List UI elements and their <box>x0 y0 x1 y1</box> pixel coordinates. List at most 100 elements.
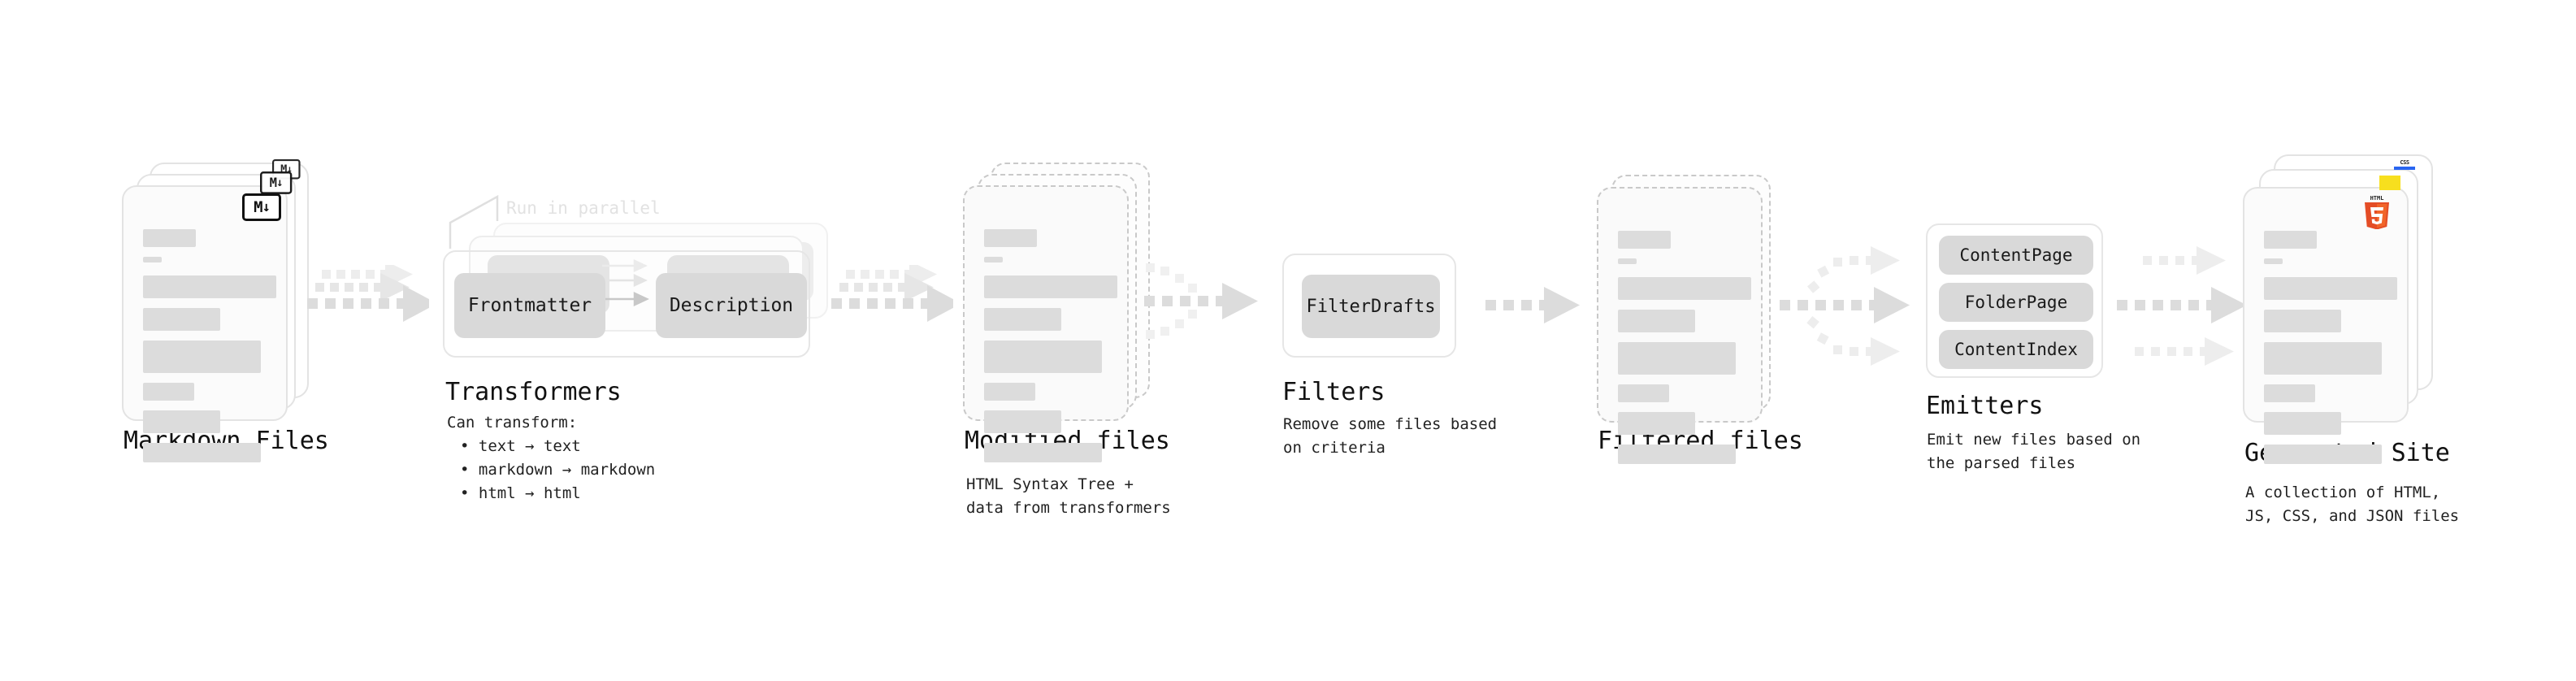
markdown-icon-m: M <box>269 175 277 190</box>
css3-icon: CSS <box>2394 159 2415 172</box>
emitter-pill-contentpage[interactable]: ContentPage <box>1939 236 2093 275</box>
content-line <box>1618 412 1695 435</box>
markdown-card-front <box>122 185 288 462</box>
content-line <box>984 229 1037 247</box>
filtered-card-front <box>1597 187 1763 464</box>
arrow-emitters-to-site <box>2117 232 2279 397</box>
transformers-bullet-2: • markdown → markdown <box>460 461 656 479</box>
page-title-filters: Filters <box>1282 378 1386 406</box>
stage-modified-files <box>963 163 1150 462</box>
arrow-triple-icon <box>831 261 961 322</box>
content-line <box>143 443 261 462</box>
content-line <box>2264 412 2341 435</box>
content-line <box>143 275 276 298</box>
generated-card-front <box>2243 187 2409 464</box>
content-line <box>984 383 1035 401</box>
arrow-modified-to-filters <box>1144 260 1282 353</box>
transform-connector-arrows-icon <box>602 259 649 306</box>
content-line <box>984 443 1102 462</box>
css3-icon-bar <box>2394 167 2415 170</box>
content-line <box>143 229 196 247</box>
emitters-sub-line2: the parsed files <box>1927 454 2076 472</box>
content-line <box>143 383 194 401</box>
page-title-emitters: Emitters <box>1926 392 2044 420</box>
generated-card-content-lines <box>2264 231 2397 474</box>
parallel-note-label: Run in parallel <box>506 198 661 218</box>
arrow-triple-parallel-icon <box>2117 246 2247 366</box>
modified-files-sub-line2: data from transformers <box>966 499 1171 517</box>
content-line <box>1618 342 1736 375</box>
markdown-icon: M↓ <box>242 193 281 221</box>
modified-files-sub-line1: HTML Syntax Tree + <box>966 475 1134 493</box>
modified-card-stack <box>963 163 1150 462</box>
generated-site-sub-line2: JS, CSS, and JSON files <box>2245 507 2460 525</box>
transformer-pill-description[interactable]: Description <box>656 273 807 338</box>
markdown-icon-arrow: ↓ <box>276 176 283 189</box>
emitter-pill-folderpage[interactable]: FolderPage <box>1939 283 2093 322</box>
content-line <box>143 308 220 331</box>
transformers-sub-intro: Can transform: <box>447 414 578 432</box>
arrow-single-icon <box>1485 287 1580 323</box>
arrow-markdown-to-transformers <box>307 261 437 343</box>
content-line <box>2264 342 2382 375</box>
modified-card-front <box>963 185 1129 462</box>
transformers-bullet-3: • html → html <box>460 484 581 502</box>
emitters-container: ContentPage FolderPage ContentIndex <box>1926 223 2103 378</box>
filters-sub-line1: Remove some files based <box>1283 415 1498 433</box>
content-line <box>2264 231 2317 249</box>
markdown-card-stack: M↓ M↓ M↓ <box>122 159 309 462</box>
markdown-icon-m: M <box>254 197 262 216</box>
arrow-branch-icon <box>1780 246 1910 366</box>
arrow-triple-icon <box>307 261 437 322</box>
emitters-sub-line1: Emit new files based on <box>1927 431 2141 449</box>
content-line <box>2264 384 2315 402</box>
transformer-pill-frontmatter[interactable]: Frontmatter <box>454 273 605 338</box>
content-line <box>143 257 162 262</box>
emitter-pill-contentindex[interactable]: ContentIndex <box>1939 330 2093 369</box>
content-line <box>984 275 1117 298</box>
generated-site-sub-line1: A collection of HTML, <box>2245 484 2441 501</box>
content-line <box>984 308 1061 331</box>
content-line <box>2264 277 2397 300</box>
content-line <box>984 410 1061 433</box>
generated-card-stack: CSS HTML <box>2243 154 2438 464</box>
content-line <box>1618 310 1695 332</box>
content-line <box>1618 445 1736 464</box>
filters-container: FilterDrafts <box>1282 254 1456 358</box>
svg-text:HTML: HTML <box>2370 195 2384 202</box>
markdown-card-content-lines <box>143 229 276 472</box>
markdown-icon-arrow: ↓ <box>286 163 293 176</box>
stage-filtered-files <box>1597 175 1776 464</box>
filtered-card-content-lines <box>1618 231 1751 474</box>
content-line <box>1618 231 1671 249</box>
modified-card-content-lines <box>984 229 1117 472</box>
transformer-container-front <box>443 250 810 358</box>
markdown-icon-m: M <box>280 162 287 176</box>
arrow-transformers-to-modified <box>831 261 961 343</box>
content-line <box>2264 258 2283 264</box>
stage-generated-site: CSS HTML <box>2243 154 2438 464</box>
content-line <box>984 340 1102 373</box>
filtered-card-stack <box>1597 175 1776 464</box>
filters-sub-line2: on criteria <box>1283 439 1386 457</box>
html5-icon-shield: HTML <box>2365 195 2389 230</box>
page-title-transformers: Transformers <box>445 378 622 406</box>
transformers-bullet-1: • text → text <box>460 437 581 455</box>
js-icon <box>2379 176 2400 190</box>
content-line <box>1618 258 1637 264</box>
content-line <box>143 340 261 373</box>
content-line <box>2264 310 2341 332</box>
parallel-bracket-icon <box>449 194 499 249</box>
css3-icon-label: CSS <box>2400 159 2409 166</box>
markdown-icon-arrow: ↓ <box>262 198 271 215</box>
stage-markdown-files: M↓ M↓ M↓ <box>122 159 309 462</box>
filter-pill-filterdrafts[interactable]: FilterDrafts <box>1302 275 1440 338</box>
content-line <box>143 410 220 433</box>
arrow-filters-to-filtered <box>1485 286 1599 338</box>
content-line <box>1618 277 1751 300</box>
content-line <box>1618 384 1669 402</box>
content-line <box>984 257 1003 262</box>
arrow-filtered-to-emitters <box>1780 232 1950 397</box>
content-line <box>2264 445 2382 464</box>
